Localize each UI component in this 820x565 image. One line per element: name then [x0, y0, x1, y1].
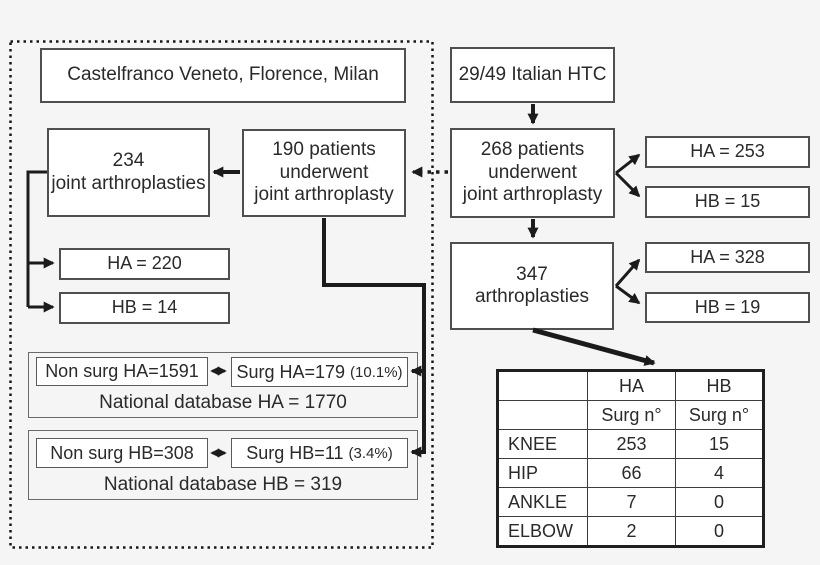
node-ha-220: HA = 220	[59, 248, 230, 280]
national-db-hb-caption: National database HB = 319	[103, 474, 343, 495]
table-cell: 2	[587, 516, 676, 547]
table-row: KNEE 253 15	[497, 429, 764, 459]
table-cell: 253	[587, 429, 676, 459]
table-subheader-row: Surg n° Surg n°	[497, 400, 764, 430]
node-surg-ha: Surg HA=179 (10.1%)	[231, 357, 408, 387]
table-row: ELBOW 2 0	[497, 516, 764, 547]
row-label: ANKLE	[497, 487, 588, 517]
group-national-db-hb: Non surg HB=308 Surg HB=11 (3.4%) Nation…	[28, 430, 418, 500]
node-centers: Castelfranco Veneto, Florence, Milan	[40, 48, 406, 103]
surg-ha-percent: (10.1%)	[350, 363, 403, 381]
table-row: ANKLE 7 0	[497, 487, 764, 517]
node-190-patients: 190 patients underwent joint arthroplast…	[242, 129, 406, 217]
node-347-arthroplasties: 347 arthroplasties	[450, 242, 614, 330]
national-db-ha-caption: National database HA = 1770	[99, 392, 347, 413]
node-htc: 29/49 Italian HTC	[450, 47, 615, 103]
node-ha-328: HA = 328	[645, 242, 810, 273]
table-cell: 0	[675, 516, 764, 547]
table-cell: 0	[675, 487, 764, 517]
surg-hb-value: Surg HB=11	[246, 442, 344, 463]
node-268-patients: 268 patients underwent joint arthroplast…	[450, 128, 615, 218]
node-hb-19: HB = 19	[645, 292, 810, 323]
table-cell: 66	[587, 458, 676, 488]
table-subheader-cell: Surg n°	[675, 400, 764, 430]
node-hb-15: HB = 15	[645, 186, 810, 218]
surg-ha-value: Surg HA=179	[236, 361, 346, 382]
surgery-table: HA HB Surg n° Surg n° KNEE 253 15 HIP 66…	[496, 369, 765, 548]
row-label: KNEE	[497, 429, 588, 459]
node-hb-14: HB = 14	[59, 292, 230, 324]
table-cell: 7	[587, 487, 676, 517]
table-row: HIP 66 4	[497, 458, 764, 488]
table-subheader-cell: Surg n°	[587, 400, 676, 430]
node-non-surg-ha: Non surg HA=1591	[36, 357, 208, 386]
group-national-db-ha: Non surg HA=1591 Surg HA=179 (10.1%) Nat…	[28, 352, 418, 418]
table-cell: 15	[675, 429, 764, 459]
table-header-cell: HB	[675, 370, 764, 401]
table-header-cell	[497, 370, 588, 401]
node-ha-253: HA = 253	[645, 136, 810, 168]
table-cell: 4	[675, 458, 764, 488]
table-header-row: HA HB	[497, 370, 764, 401]
node-234-arthroplasties: 234 joint arthroplasties	[47, 128, 210, 217]
row-label: HIP	[497, 458, 588, 488]
table-header-cell: HA	[587, 370, 676, 401]
node-surg-hb: Surg HB=11 (3.4%)	[231, 438, 408, 468]
node-non-surg-hb: Non surg HB=308	[36, 438, 208, 468]
row-label: ELBOW	[497, 516, 588, 547]
surg-hb-percent: (3.4%)	[348, 444, 393, 462]
table-subheader-cell	[497, 400, 588, 430]
